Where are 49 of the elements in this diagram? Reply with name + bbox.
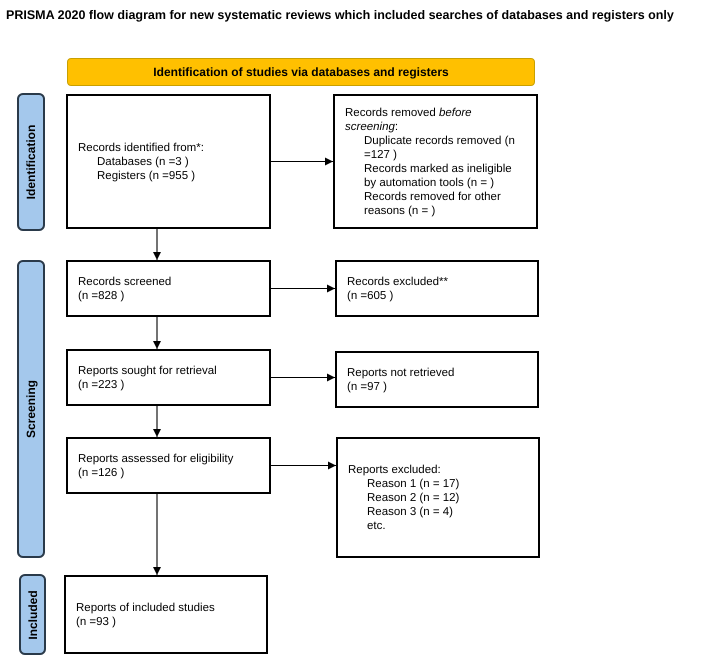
box-text: etc.	[366, 518, 387, 532]
arrow	[271, 462, 336, 470]
phase-label: Identification	[23, 124, 39, 200]
box-text: Registers (n =955 )	[96, 168, 196, 182]
box-text: Records marked as ineligible by automation tools (n = )	[363, 162, 513, 190]
box-text: (n =828 )	[78, 288, 126, 302]
diagram-title: PRISMA 2020 flow diagram for new systematic reviews which included searches of databases and registers only	[6, 7, 674, 24]
arrow	[271, 158, 333, 166]
box-text: Reports sought for retrieval	[78, 364, 218, 378]
box-text: Reports excluded:	[348, 462, 442, 476]
phase-band	[17, 93, 45, 231]
box-text: Reason 3 (n = 4)	[366, 504, 454, 518]
arrow	[153, 317, 161, 349]
box-text: (n =126 )	[78, 466, 126, 480]
box-text: Reports not retrieved	[347, 366, 456, 380]
arrow	[153, 406, 161, 437]
box-text: Records screened	[78, 274, 172, 288]
process-box	[335, 260, 539, 317]
phase-band	[17, 260, 45, 558]
phase-band	[19, 574, 46, 655]
process-box	[66, 94, 271, 229]
process-box	[333, 94, 538, 229]
section-header: Identification of studies via databases and registers	[67, 58, 535, 86]
box-text: Reports of included studies	[76, 600, 216, 614]
phase-label: Screening	[23, 380, 39, 438]
box-text: Records identified from*:	[78, 140, 205, 154]
process-box	[335, 351, 539, 408]
box-text: Records removed for other reasons (n = )	[363, 190, 502, 218]
process-box	[66, 437, 271, 494]
arrow	[153, 229, 161, 260]
box-text: (n =605 )	[347, 288, 394, 302]
box-text: (n =93 )	[76, 614, 117, 628]
process-box	[66, 260, 271, 317]
box-text: Databases (n =3 )	[96, 154, 190, 168]
box-text: Records excluded**	[347, 274, 450, 288]
phase-label: Included	[24, 590, 40, 640]
box-text: (n =97 )	[347, 380, 388, 394]
box-text: Reports assessed for eligibility	[78, 452, 234, 466]
box-text: Reason 2 (n = 12)	[366, 490, 460, 504]
arrow	[271, 284, 335, 292]
box-text: Duplicate records removed (n =127 )	[363, 134, 516, 162]
arrow	[153, 494, 161, 575]
process-box	[66, 349, 271, 406]
box-text: (n =223 )	[78, 378, 126, 392]
process-box	[336, 437, 540, 558]
box-text: Reason 1 (n = 17)	[366, 476, 460, 490]
box-text: Records removed before screening:	[345, 106, 473, 134]
arrow	[271, 374, 335, 382]
process-box	[64, 575, 268, 654]
